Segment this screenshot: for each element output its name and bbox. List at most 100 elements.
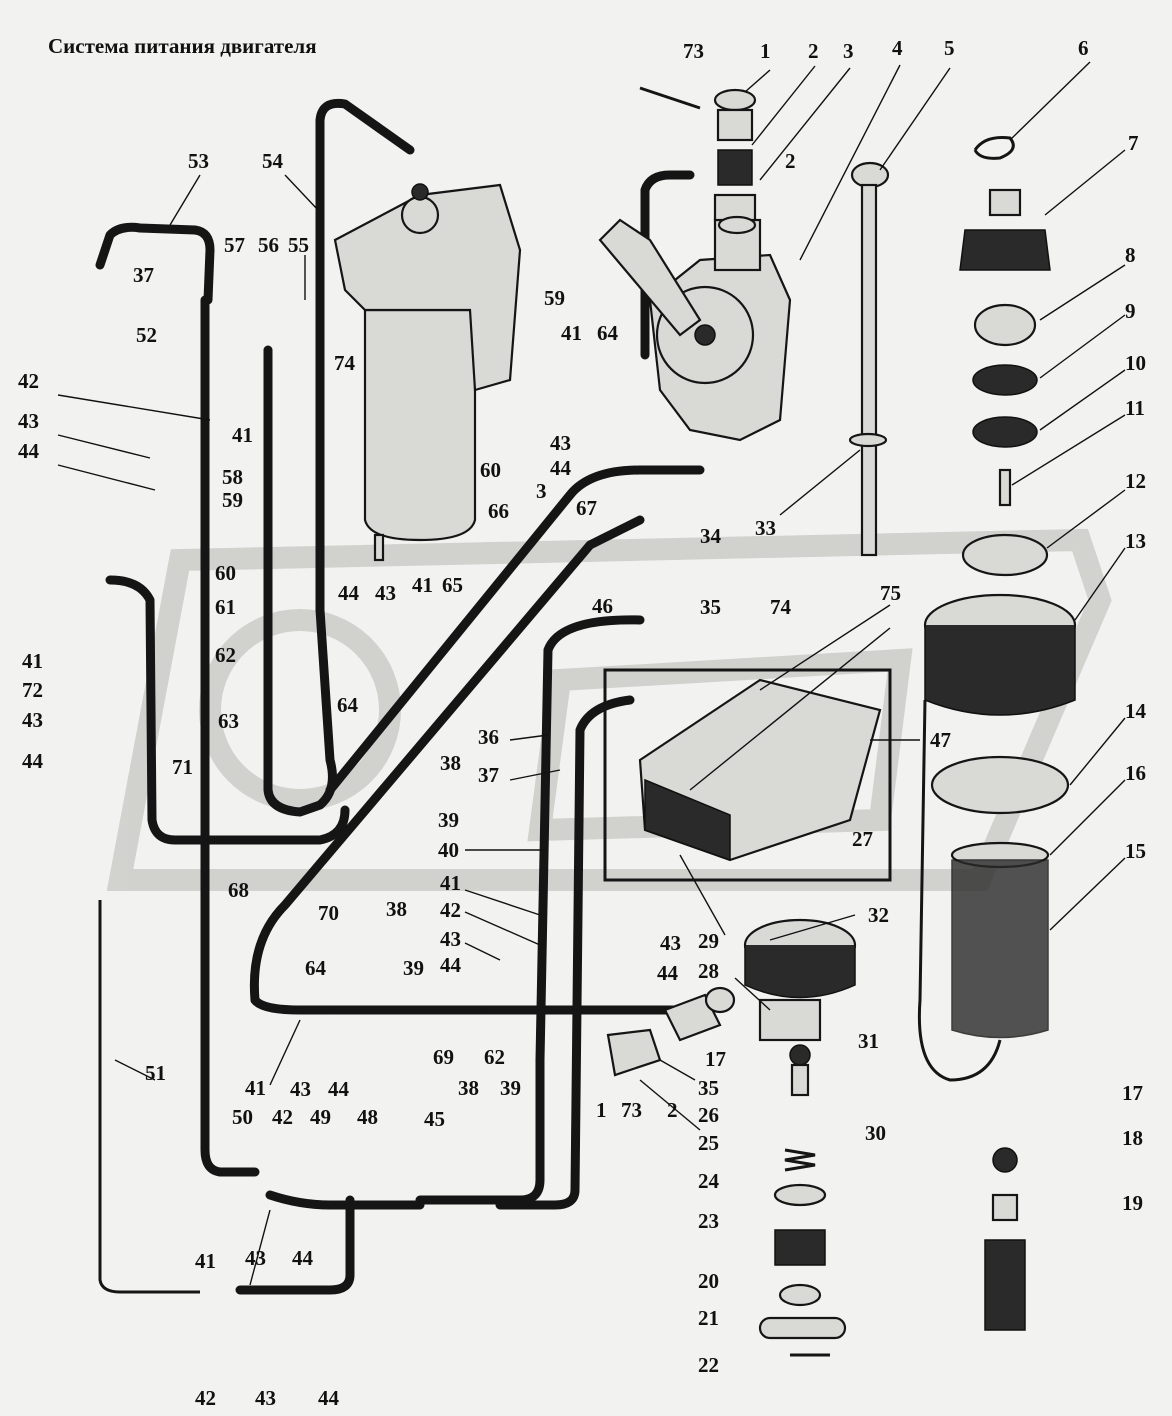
callout-17-mid: 17 — [705, 1047, 726, 1071]
callout-66: 66 — [488, 499, 509, 523]
callout-48: 48 — [357, 1105, 378, 1129]
callout-39-low: 39 — [403, 956, 424, 980]
callout-29: 29 — [698, 929, 719, 953]
callout-68: 68 — [228, 878, 249, 902]
callout-73-low: 73 — [621, 1098, 642, 1122]
callout-12: 12 — [1125, 469, 1146, 493]
callout-numbers: 73 1 2 3 4 5 6 2 7 8 9 10 11 12 13 14 16… — [18, 36, 1147, 1410]
callout-44-mid2: 44 — [338, 581, 360, 605]
callout-21: 21 — [698, 1306, 719, 1330]
callout-44-mid3: 44 — [440, 953, 462, 977]
callout-55: 55 — [288, 233, 309, 257]
callout-67: 67 — [576, 496, 597, 520]
callout-28: 28 — [698, 959, 719, 983]
callout-20: 20 — [698, 1269, 719, 1293]
callout-43-mid3: 43 — [440, 927, 461, 951]
callout-53: 53 — [188, 149, 209, 173]
diagram-title: Система питания двигателя — [48, 34, 317, 58]
callout-64-top: 64 — [597, 321, 619, 345]
callout-11: 11 — [1125, 396, 1145, 420]
callout-42-left: 42 — [18, 369, 39, 393]
sediment-bowl — [743, 918, 857, 1357]
callout-56: 56 — [258, 233, 279, 257]
callout-24: 24 — [698, 1169, 720, 1193]
leader-lines — [57, 61, 1126, 1286]
callout-60-left: 60 — [215, 561, 236, 585]
callout-8: 8 — [1125, 243, 1136, 267]
dipstick — [848, 161, 890, 557]
callout-71: 71 — [172, 755, 193, 779]
callout-44-mid: 44 — [550, 456, 572, 480]
callout-42-low: 42 — [272, 1105, 293, 1129]
callout-44-bottom1: 44 — [292, 1246, 314, 1270]
callout-41-left-top: 41 — [232, 423, 253, 447]
callout-23: 23 — [698, 1209, 719, 1233]
callout-43-bottom: 43 — [255, 1386, 276, 1410]
callout-36: 36 — [478, 725, 499, 749]
callout-51: 51 — [145, 1061, 166, 1085]
callout-38-low: 38 — [386, 897, 407, 921]
callout-57: 57 — [224, 233, 245, 257]
callout-61: 61 — [215, 595, 236, 619]
callout-2-mid: 2 — [785, 149, 796, 173]
callout-62-low: 62 — [484, 1045, 505, 1069]
callout-9: 9 — [1125, 299, 1136, 323]
callout-65: 65 — [442, 573, 463, 597]
callout-54: 54 — [262, 149, 284, 173]
callout-41-mid3: 41 — [440, 871, 461, 895]
callout-37-mid: 37 — [478, 763, 499, 787]
callout-41-bottom: 41 — [195, 1249, 216, 1273]
callout-75: 75 — [880, 581, 901, 605]
cap-and-washers — [639, 86, 757, 235]
callout-43-mid2: 43 — [375, 581, 396, 605]
callout-32: 32 — [868, 903, 889, 927]
callout-42-mid: 42 — [440, 898, 461, 922]
callout-44-left2: 44 — [22, 749, 44, 773]
callout-10: 10 — [1125, 351, 1146, 375]
callout-14: 14 — [1125, 699, 1147, 723]
callout-16: 16 — [1125, 761, 1146, 785]
callout-41-mid2: 41 — [412, 573, 433, 597]
callout-44-bottom: 44 — [318, 1386, 340, 1410]
callout-43-mid: 43 — [550, 431, 571, 455]
callout-41-a: 41 — [561, 321, 582, 345]
fuel-tank — [603, 668, 892, 882]
callout-52: 52 — [136, 323, 157, 347]
callout-64-low: 64 — [305, 956, 327, 980]
fuel-pump — [598, 193, 792, 442]
callout-49: 49 — [310, 1105, 331, 1129]
check-valve-parts — [984, 1147, 1026, 1331]
callout-73-top: 73 — [683, 39, 704, 63]
callout-50: 50 — [232, 1105, 253, 1129]
callout-59-left: 59 — [222, 488, 243, 512]
callout-44-right: 44 — [657, 961, 679, 985]
callout-58: 58 — [222, 465, 243, 489]
callout-18: 18 — [1122, 1126, 1143, 1150]
callout-70: 70 — [318, 901, 339, 925]
callout-26: 26 — [698, 1103, 719, 1127]
callout-63: 63 — [218, 709, 239, 733]
callout-37-top: 37 — [133, 263, 154, 287]
callout-43-right: 43 — [660, 931, 681, 955]
callout-31: 31 — [858, 1029, 879, 1053]
callout-69: 69 — [433, 1045, 454, 1069]
callout-5: 5 — [944, 36, 955, 60]
callout-47: 47 — [930, 728, 951, 752]
drain-fittings — [606, 986, 736, 1077]
callout-2-low: 2 — [667, 1098, 678, 1122]
callout-13: 13 — [1125, 529, 1146, 553]
callout-38-bottom: 38 — [458, 1076, 479, 1100]
callout-7: 7 — [1128, 131, 1139, 155]
callout-1-top: 1 — [760, 39, 771, 63]
callout-43-bottom1: 43 — [245, 1246, 266, 1270]
callout-3-mid: 3 — [536, 479, 547, 503]
callout-39-mid: 39 — [438, 808, 459, 832]
callout-22: 22 — [698, 1353, 719, 1377]
callout-43-left: 43 — [18, 409, 39, 433]
callout-6: 6 — [1078, 36, 1089, 60]
callout-3-top: 3 — [843, 39, 854, 63]
callout-39-bottom: 39 — [500, 1076, 521, 1100]
callout-34: 34 — [700, 524, 722, 548]
callout-44-low: 44 — [328, 1077, 350, 1101]
